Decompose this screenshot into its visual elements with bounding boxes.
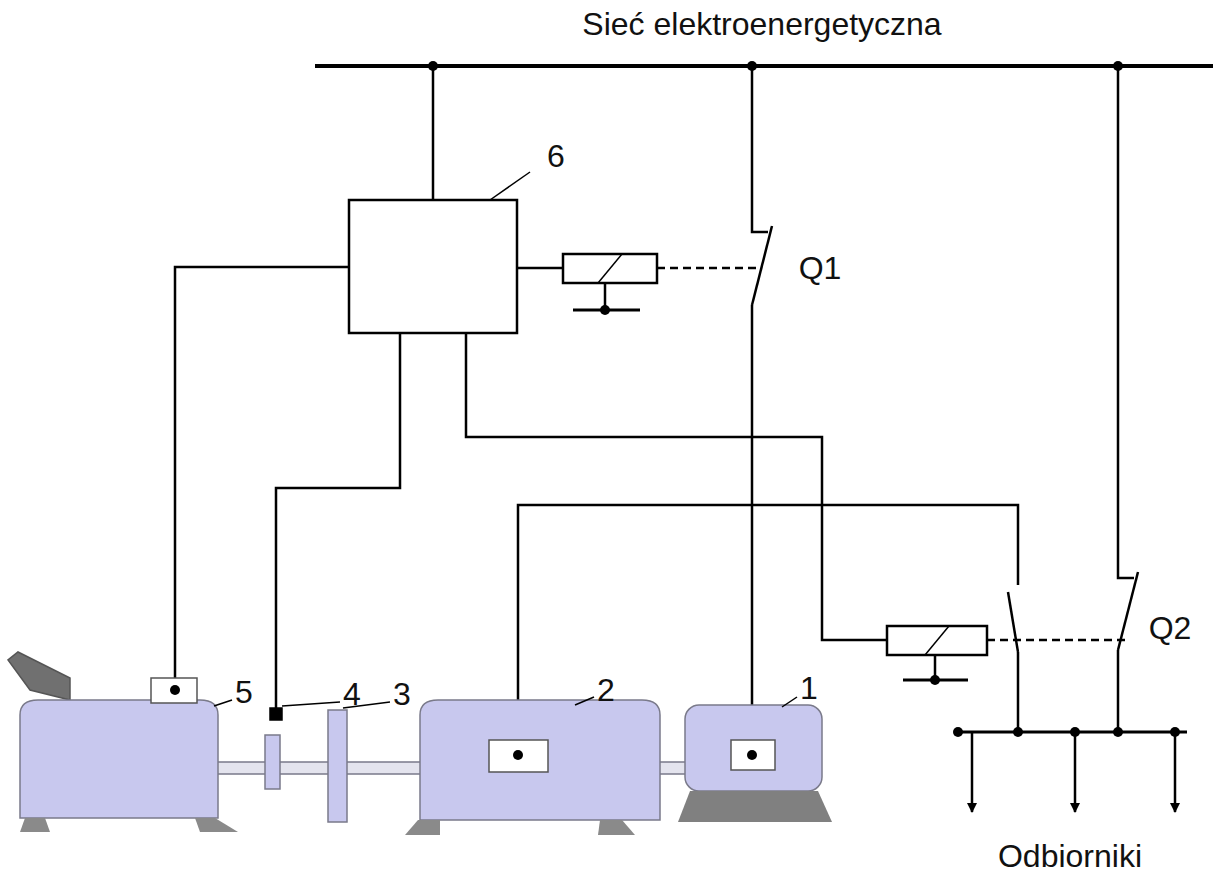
terminal-dots [170,685,757,760]
coil-mark [598,254,622,283]
exciter-terminal [731,740,775,770]
machine-set [8,652,832,835]
switch-blade [1008,592,1018,652]
shaft [215,762,425,774]
machine-foot [405,820,440,835]
switch-blade [752,226,772,305]
callout-number: 4 [343,678,361,710]
callout-number: 2 [597,674,615,706]
speed-sensor [270,708,282,720]
load-arrow [1074,732,1077,812]
machine-foot [195,818,238,832]
callout-number: 6 [547,140,565,172]
wire [175,267,349,690]
wire [466,333,887,640]
wire [1118,66,1134,578]
wire [432,66,435,200]
machine-foot [598,820,635,835]
leader-line [490,172,530,200]
load-arrow [1174,732,1177,812]
mechanical-link [987,639,1128,642]
machine-base [678,791,832,822]
controller-box [349,200,517,333]
generator [420,700,660,820]
wire [517,267,563,270]
flywheel [328,710,347,822]
wire [1017,652,1020,732]
loads-label: Odbiorniki [998,840,1142,872]
load-arrow [971,732,974,812]
wire [751,305,754,755]
callout-number: 5 [235,676,253,708]
engine-handle [8,652,70,700]
leader-lines [214,697,797,708]
wire [1117,650,1120,732]
machine-foot [20,818,50,832]
mechanical-link [657,267,760,270]
junction-dots [428,61,1180,737]
callout-number: 1 [800,672,818,704]
switch-name: Q2 [1149,612,1192,644]
engine-terminal [151,678,197,703]
wire [752,66,768,232]
callout-number: 3 [393,678,411,710]
wires [175,66,1213,812]
generator-terminal [489,740,548,772]
speed-sensor-ring [265,735,280,789]
switch-blade [1118,572,1138,650]
relay-coil [563,254,657,283]
wire [276,333,400,712]
coil-mark [925,626,949,655]
switch-name: Q1 [799,252,842,284]
relay-coil [887,626,987,655]
engine [20,700,218,818]
exciter [685,705,822,791]
network-label: Sieć elektroenergetyczna [582,8,941,40]
network-bus [315,64,1213,68]
